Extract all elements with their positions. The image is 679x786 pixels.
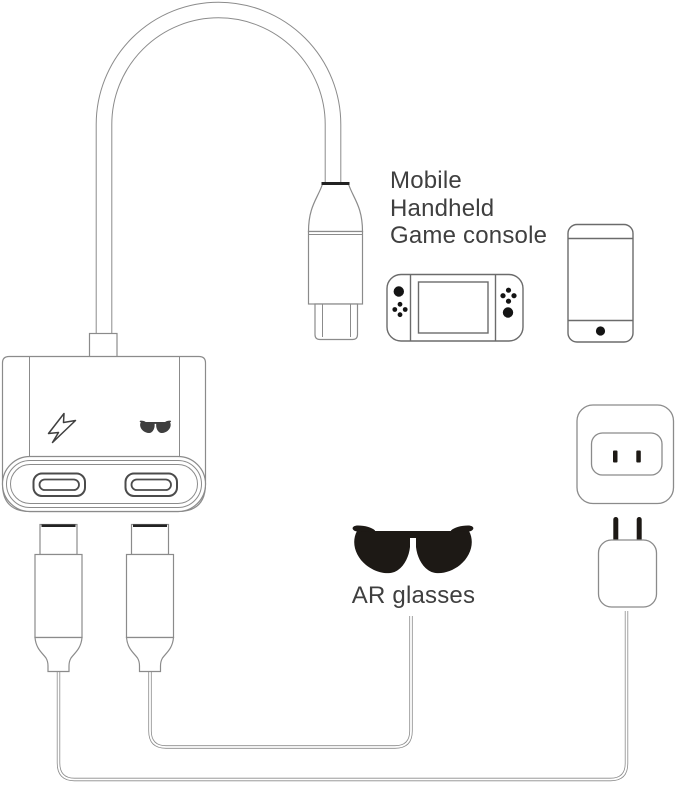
charging-cable-to-wall-charger — [56, 611, 629, 782]
power-outlet-icon — [576, 404, 675, 505]
lightning-bolt-icon — [47, 412, 77, 444]
adapter-cable — [95, 1, 342, 340]
ar-glasses-icon — [352, 525, 474, 574]
console-label-line1: Mobile — [390, 167, 462, 194]
console-label-line2: Handheld — [390, 194, 495, 222]
cable-to-ar-glasses — [148, 616, 413, 749]
wall-charger-icon — [597, 517, 658, 608]
smartphone-icon — [567, 223, 634, 343]
console-label-line3: Game console — [390, 222, 548, 249]
adapter — [1, 355, 207, 513]
game-console-icon — [386, 273, 524, 342]
usb-c-charge-port — [32, 472, 86, 497]
cable-strain-relief — [88, 332, 118, 359]
ar-glasses-label: AR glasses — [351, 582, 476, 609]
usb-c-glasses-port — [124, 472, 178, 497]
console-label: Mobile Handheld Game console — [390, 167, 547, 250]
usb-c-plug-left — [34, 523, 83, 673]
usb-c-plug-right — [125, 523, 175, 673]
usb-c-connector — [307, 182, 364, 341]
